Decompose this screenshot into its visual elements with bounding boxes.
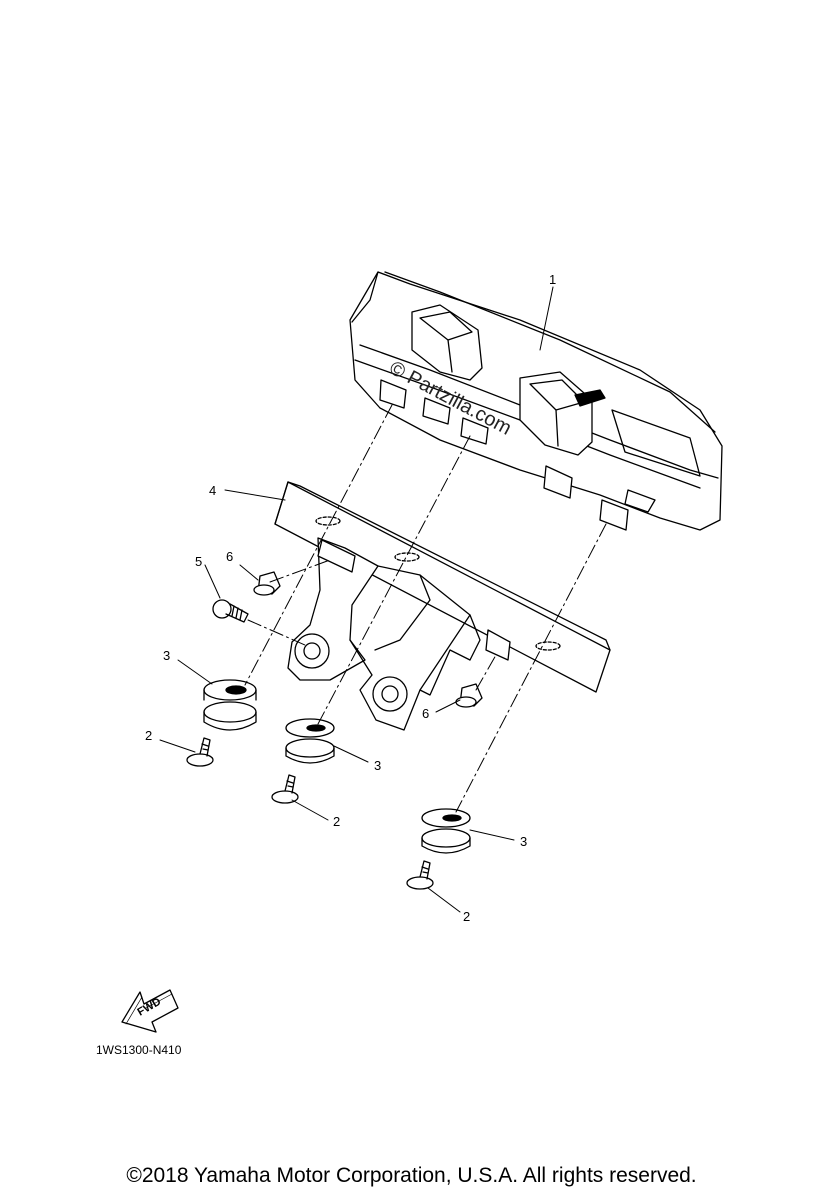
meter-bracket: [274, 481, 611, 731]
grommet-part-3-a: [203, 679, 257, 731]
callout-5: 5: [195, 554, 202, 569]
callout-4: 4: [209, 483, 216, 498]
damper-part-6-right: [455, 683, 483, 708]
bolt-part-5: [212, 599, 249, 623]
callout-6-right: 6: [422, 706, 429, 721]
grommet-part-3-b: [285, 718, 335, 764]
callout-2-a: 2: [145, 728, 152, 743]
screw-part-2-c: [406, 860, 434, 890]
assembly-lines: [244, 404, 607, 813]
screw-part-2-a: [186, 737, 214, 767]
leader-lines: [159, 286, 554, 913]
callout-1: 1: [549, 272, 556, 287]
diagram-code: 1WS1300-N410: [96, 1043, 182, 1057]
grommet-part-3-c: [421, 808, 471, 854]
callout-3-c: 3: [520, 834, 527, 849]
screw-part-2-b: [271, 774, 299, 804]
callout-2-c: 2: [463, 909, 470, 924]
meter-assembly: [349, 271, 723, 531]
callout-2-b: 2: [333, 814, 340, 829]
fwd-arrow-icon: [121, 989, 179, 1033]
callout-3-b: 3: [374, 758, 381, 773]
callout-3-a: 3: [163, 648, 170, 663]
damper-part-6-left: [253, 571, 281, 596]
callout-6-left: 6: [226, 549, 233, 564]
copyright-notice: ©2018 Yamaha Motor Corporation, U.S.A. A…: [126, 1164, 697, 1187]
